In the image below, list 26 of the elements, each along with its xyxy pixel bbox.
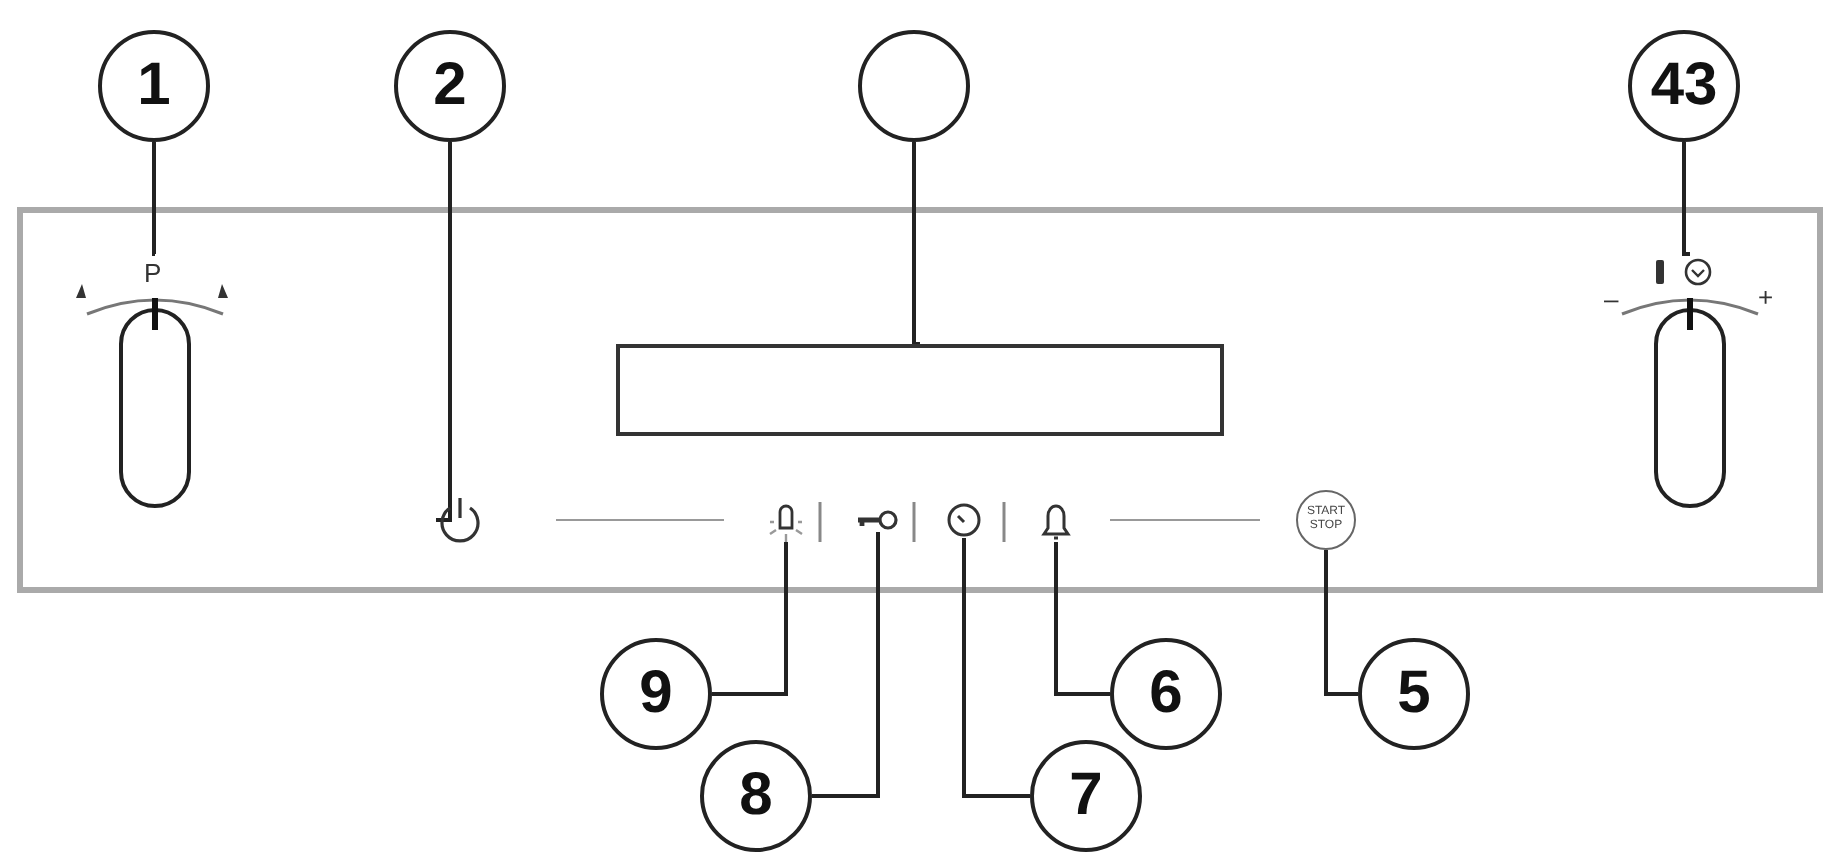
callout-number: 2 <box>394 30 506 142</box>
program-label: P <box>144 260 162 286</box>
leader-line <box>712 542 788 696</box>
bell-icon <box>1038 500 1074 542</box>
leader-line <box>912 142 920 346</box>
leader-line <box>812 532 880 798</box>
callout-number: 9 <box>600 638 712 750</box>
scale-sign: – <box>1604 286 1619 312</box>
callout-number: 43 <box>1628 30 1740 142</box>
callout-number: 8 <box>700 740 812 852</box>
callout-number: 7 <box>1030 740 1142 852</box>
scale-sign: + <box>1758 284 1774 310</box>
clock-icon <box>946 502 982 538</box>
callout-number: 6 <box>1110 638 1222 750</box>
key-icon <box>856 508 900 532</box>
leader-line <box>1682 142 1690 256</box>
leader-line <box>1054 542 1110 696</box>
power-button <box>436 496 484 544</box>
leader-line <box>962 538 1030 798</box>
lamp-icon <box>768 500 804 542</box>
leader-line <box>436 142 452 522</box>
leader-line <box>152 142 157 256</box>
display-window <box>616 344 1224 436</box>
leader-line <box>1324 550 1358 696</box>
callout-number: 5 <box>1358 638 1470 750</box>
callout-number: 1 <box>98 30 210 142</box>
